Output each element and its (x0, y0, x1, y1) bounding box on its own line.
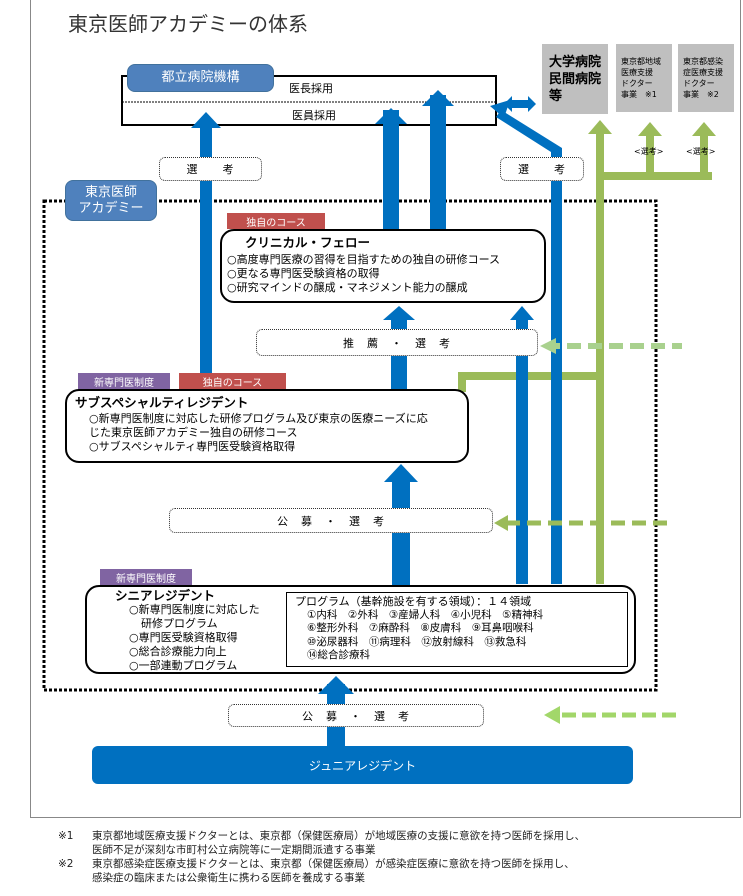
footnote-1-line2: 医師不足が深刻な市町村公立病院等に一定期間派遣する事業 (92, 844, 376, 856)
green-arrow-head-prog1 (638, 122, 662, 136)
green-arrow-head-hospitals (588, 120, 612, 134)
blue-arrow-senior-fellow-shaft (516, 318, 528, 584)
green-branch-subspecialty (458, 372, 604, 380)
selection-box-left: 選 考 (159, 157, 262, 181)
blue-arrow-fellow2-head (422, 90, 454, 106)
blue-arrow-fellow1-shaft (383, 110, 399, 230)
hire-row-staff: 医員採用 (292, 109, 336, 122)
program-list-row: ⑥整形外科 ⑦麻酔科 ⑧皮膚科 ⑨耳鼻咽喉科 (307, 622, 534, 634)
blue-arrows (191, 90, 562, 748)
public-selection-box-mid: 公 募 ・ 選 考 (169, 508, 493, 533)
program-list-row: ⑩泌尿器科 ⑪病理科 ⑫放射線科 ⑬救急科 (307, 635, 527, 648)
senior-item: 研修プログラム (141, 617, 218, 630)
senior-item: ○専門医受験資格取得 (129, 631, 238, 644)
clinical-fellow-item: ○研究マインドの醸成・マネジメント能力の醸成 (227, 281, 468, 294)
new-specialist-system-tag-senior: 新専門医制度 (100, 569, 192, 586)
program-list-row: ①内科 ②外科 ③産婦人科 ④小児科 ⑤精神科 (307, 608, 544, 621)
blue-arrow-fellow1-head (375, 108, 407, 124)
blue-arrow-fellow2-shaft (430, 95, 446, 230)
subspecialty-resident-box: サブスペシャルティレジデント ○新専門医制度に対応した研修プログラム及び東京の医… (65, 389, 469, 463)
subspecialty-item: ○新専門医制度に対応した研修プログラム及び東京の医療ニーズに応 (89, 412, 428, 425)
clinical-fellow-title: クリニカル・フェロー (245, 235, 371, 250)
regional-support-doctor-box: 東京都地域 医療支援 ドクター 事業 ※1 (616, 44, 672, 112)
junior-resident-box: ジュニアレジデント (92, 746, 633, 784)
footnote-1-line1: 東京都地域医療支援ドクターとは、東京都（保健医療局）が地域医療の支援に意欲を持つ… (92, 830, 586, 842)
blue-arrow-left-head (191, 112, 221, 128)
program2-selection-label: <選考> (686, 147, 716, 156)
dashed-arrow-head-recommend (540, 338, 556, 354)
footnote-2-line1: 東京都感染症医療支援ドクターとは、東京都（保健医療局）が感染症医療に意欲を持つ医… (92, 858, 575, 870)
diagram-frame (30, 0, 741, 818)
blue-arrow-senior-fellow-head (510, 306, 534, 320)
blue-arrow-left-shaft (200, 125, 212, 375)
blue-arrow-senior-external-diagonal (496, 110, 562, 160)
infection-support-doctor-box: 東京都感染 症医療支援 ドクター 事業 ※2 (678, 44, 734, 112)
recommendation-selection-box: 推 薦 ・ 選 考 (256, 329, 538, 356)
blue-double-arrow (504, 96, 536, 112)
subspecialty-item: じた東京医師アカデミー独自の研修コース (89, 426, 298, 439)
selection-box-right: 選 考 (500, 157, 584, 181)
footnote-2-mark: ※2 (58, 858, 74, 870)
public-selection-mid-label: 公 募 ・ 選 考 (277, 514, 385, 528)
subspecialty-title: サブスペシャルティレジデント (75, 395, 249, 410)
senior-item: ○一部連動プログラム (129, 659, 238, 672)
public-selection-bottom-label: 公 募 ・ 選 考 (302, 709, 410, 723)
green-branch-prog1 (646, 132, 654, 180)
new-specialist-system-tag-sub: 新専門医制度 (78, 373, 170, 390)
clinical-fellow-item: ○高度専門医療の習得を目指すための独自の研修コース (227, 253, 501, 266)
blue-arrow-senior-sub-head (384, 464, 418, 482)
hire-row-chief: 医長採用 (289, 82, 333, 95)
program-list-row: ⑭総合診療科 (307, 649, 370, 661)
senior-item: ○新専門医制度に対応した (129, 603, 260, 616)
footnote-1-mark: ※1 (58, 830, 74, 842)
program-list-title: プログラム（基幹施設を有する領域）：１４領域 (295, 595, 532, 608)
original-course-tag-sub: 独自のコース (179, 373, 286, 390)
tokyo-medical-academy-label: 東京医師 アカデミー (65, 180, 157, 221)
metropolitan-hospital-org-label: 都立病院機構 (127, 64, 274, 92)
green-lines (458, 120, 716, 584)
selection-right-label: 選 考 (518, 163, 566, 176)
blue-arrow-sub-fellow-head (383, 306, 415, 320)
recommendation-selection-label: 推 薦 ・ 選 考 (343, 336, 451, 350)
senior-item: ○総合診療能力向上 (129, 645, 227, 658)
original-course-tag-fellow: 独自のコース (227, 213, 325, 229)
blue-arrow-senior-external-shaft (551, 160, 562, 584)
green-vertical-main (596, 132, 604, 584)
program1-selection-label: <選考> (634, 147, 664, 156)
university-private-hospitals-box: 大学病院 民間病院 等 (542, 44, 608, 114)
dashed-arrow-head-public-mid (494, 515, 508, 531)
subspecialty-item: ○サブスペシャルティ専門医受験資格取得 (89, 440, 296, 453)
public-selection-box-bottom: 公 募 ・ 選 考 (228, 704, 484, 727)
green-branch-prog2 (700, 132, 708, 180)
clinical-fellow-box: クリニカル・フェロー ○高度専門医療の習得を目指すための独自の研修コース ○更な… (220, 229, 546, 303)
blue-arrow-junior-senior-head (318, 676, 354, 694)
senior-title: シニアレジデント (115, 588, 216, 603)
selection-left-label: 選 考 (186, 163, 235, 176)
green-branch-subspecialty-down (458, 372, 466, 392)
green-dashed-arrows (494, 338, 682, 724)
dashed-arrow-head-public-bottom (544, 706, 560, 724)
page-title: 東京医師アカデミーの体系 (68, 12, 308, 36)
footnote-2-line2: 感染症の臨床または公衆衛生に携わる医師を養成する事業 (92, 872, 365, 884)
program-list-box: プログラム（基幹施設を有する領域）：１４領域 ①内科 ②外科 ③産婦人科 ④小児… (286, 592, 628, 667)
clinical-fellow-item: ○更なる専門医受験資格の取得 (227, 267, 380, 280)
green-arrow-head-prog2 (692, 122, 716, 136)
